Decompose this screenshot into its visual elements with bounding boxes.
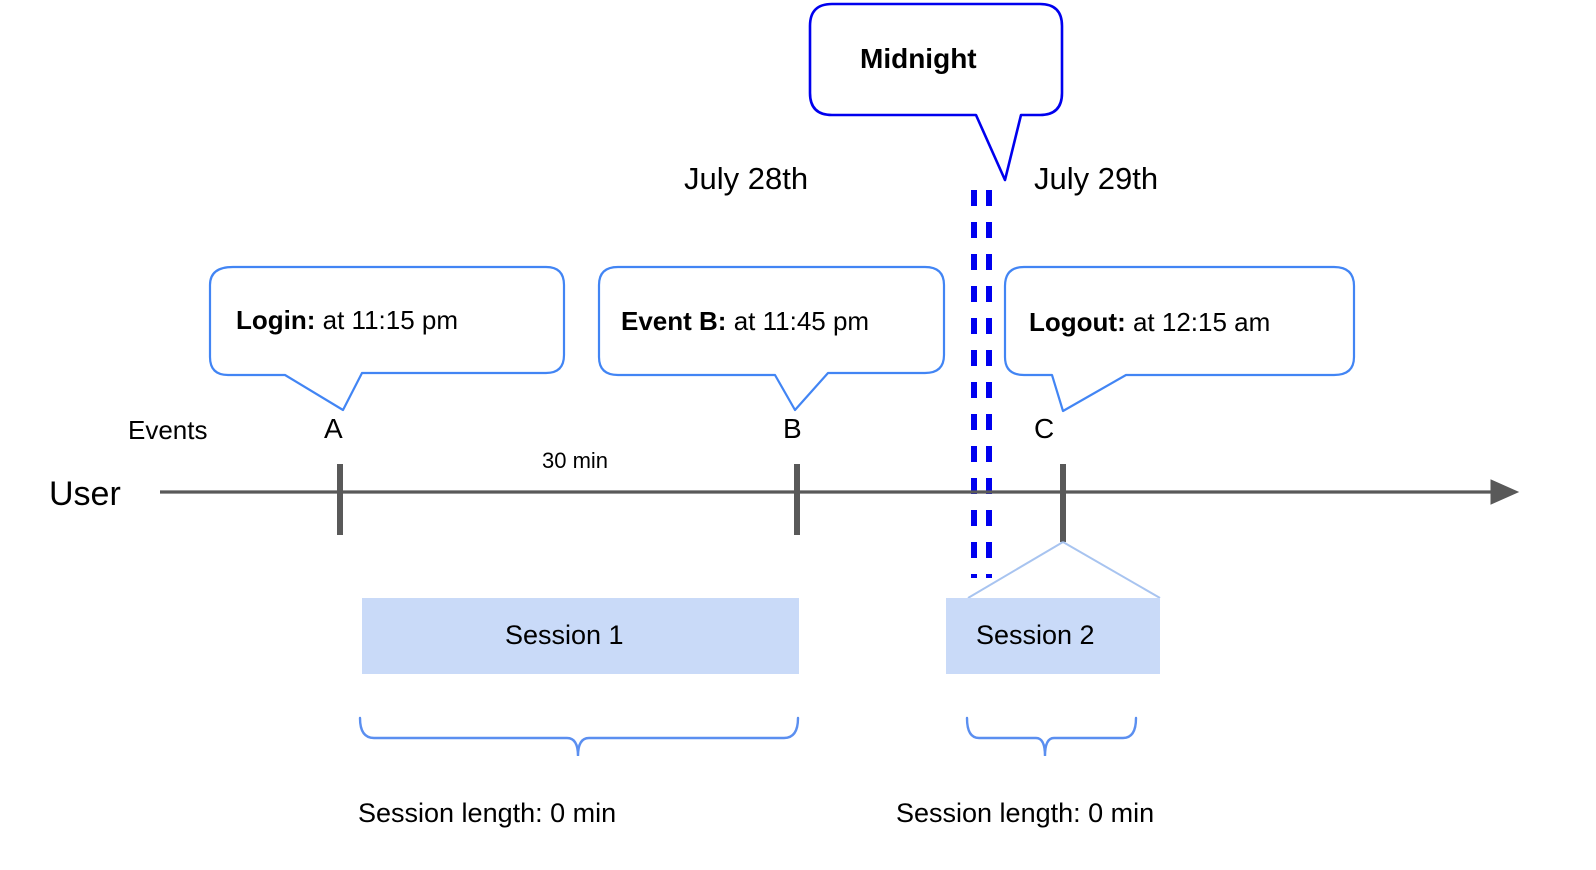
session-1-label: Session 1 (505, 620, 624, 650)
session-2-box (946, 598, 1160, 674)
date-label-july-28: July 28th (684, 161, 809, 196)
logout-callout-rest: at 12:15 am (1125, 307, 1271, 337)
session-1-box (362, 598, 799, 674)
session-2-label: Session 2 (976, 620, 1095, 650)
logout-callout-text: Logout: at 12:15 am (1029, 307, 1270, 338)
eventb-callout-shape (597, 265, 946, 412)
session-1-brace (358, 716, 800, 757)
eventb-callout-bold: Event B: (621, 306, 727, 336)
date-label-july-29: July 29th (1034, 161, 1159, 196)
login-callout-shape (208, 265, 566, 412)
session-2-brace (965, 716, 1138, 757)
session-1-length-label: Session length: 0 min (358, 798, 617, 828)
user-row-label: User (49, 475, 121, 513)
event-letter-b: B (783, 413, 802, 444)
midnight-callout-label: Midnight (860, 43, 977, 74)
duration-label-30min: 30 min (542, 448, 609, 473)
event-letter-c: C (1034, 413, 1055, 444)
login-callout-rest: at 11:15 pm (315, 305, 459, 335)
events-row-label: Events (128, 415, 208, 445)
eventb-callout-rest: at 11:45 pm (726, 306, 870, 336)
eventb-callout-text: Event B: at 11:45 pm (621, 306, 869, 337)
midnight-divider-lines (971, 190, 992, 578)
logout-callout-shape (1003, 265, 1356, 413)
session2-connector-lines (967, 541, 1161, 599)
logout-callout-bold: Logout: (1029, 307, 1126, 337)
login-callout-text: Login: at 11:15 pm (236, 305, 458, 336)
login-callout-bold: Login: (236, 305, 316, 335)
midnight-callout-shape (808, 2, 1064, 182)
event-letter-a: A (324, 413, 343, 444)
session-2-length-label: Session length: 0 min (896, 798, 1155, 828)
